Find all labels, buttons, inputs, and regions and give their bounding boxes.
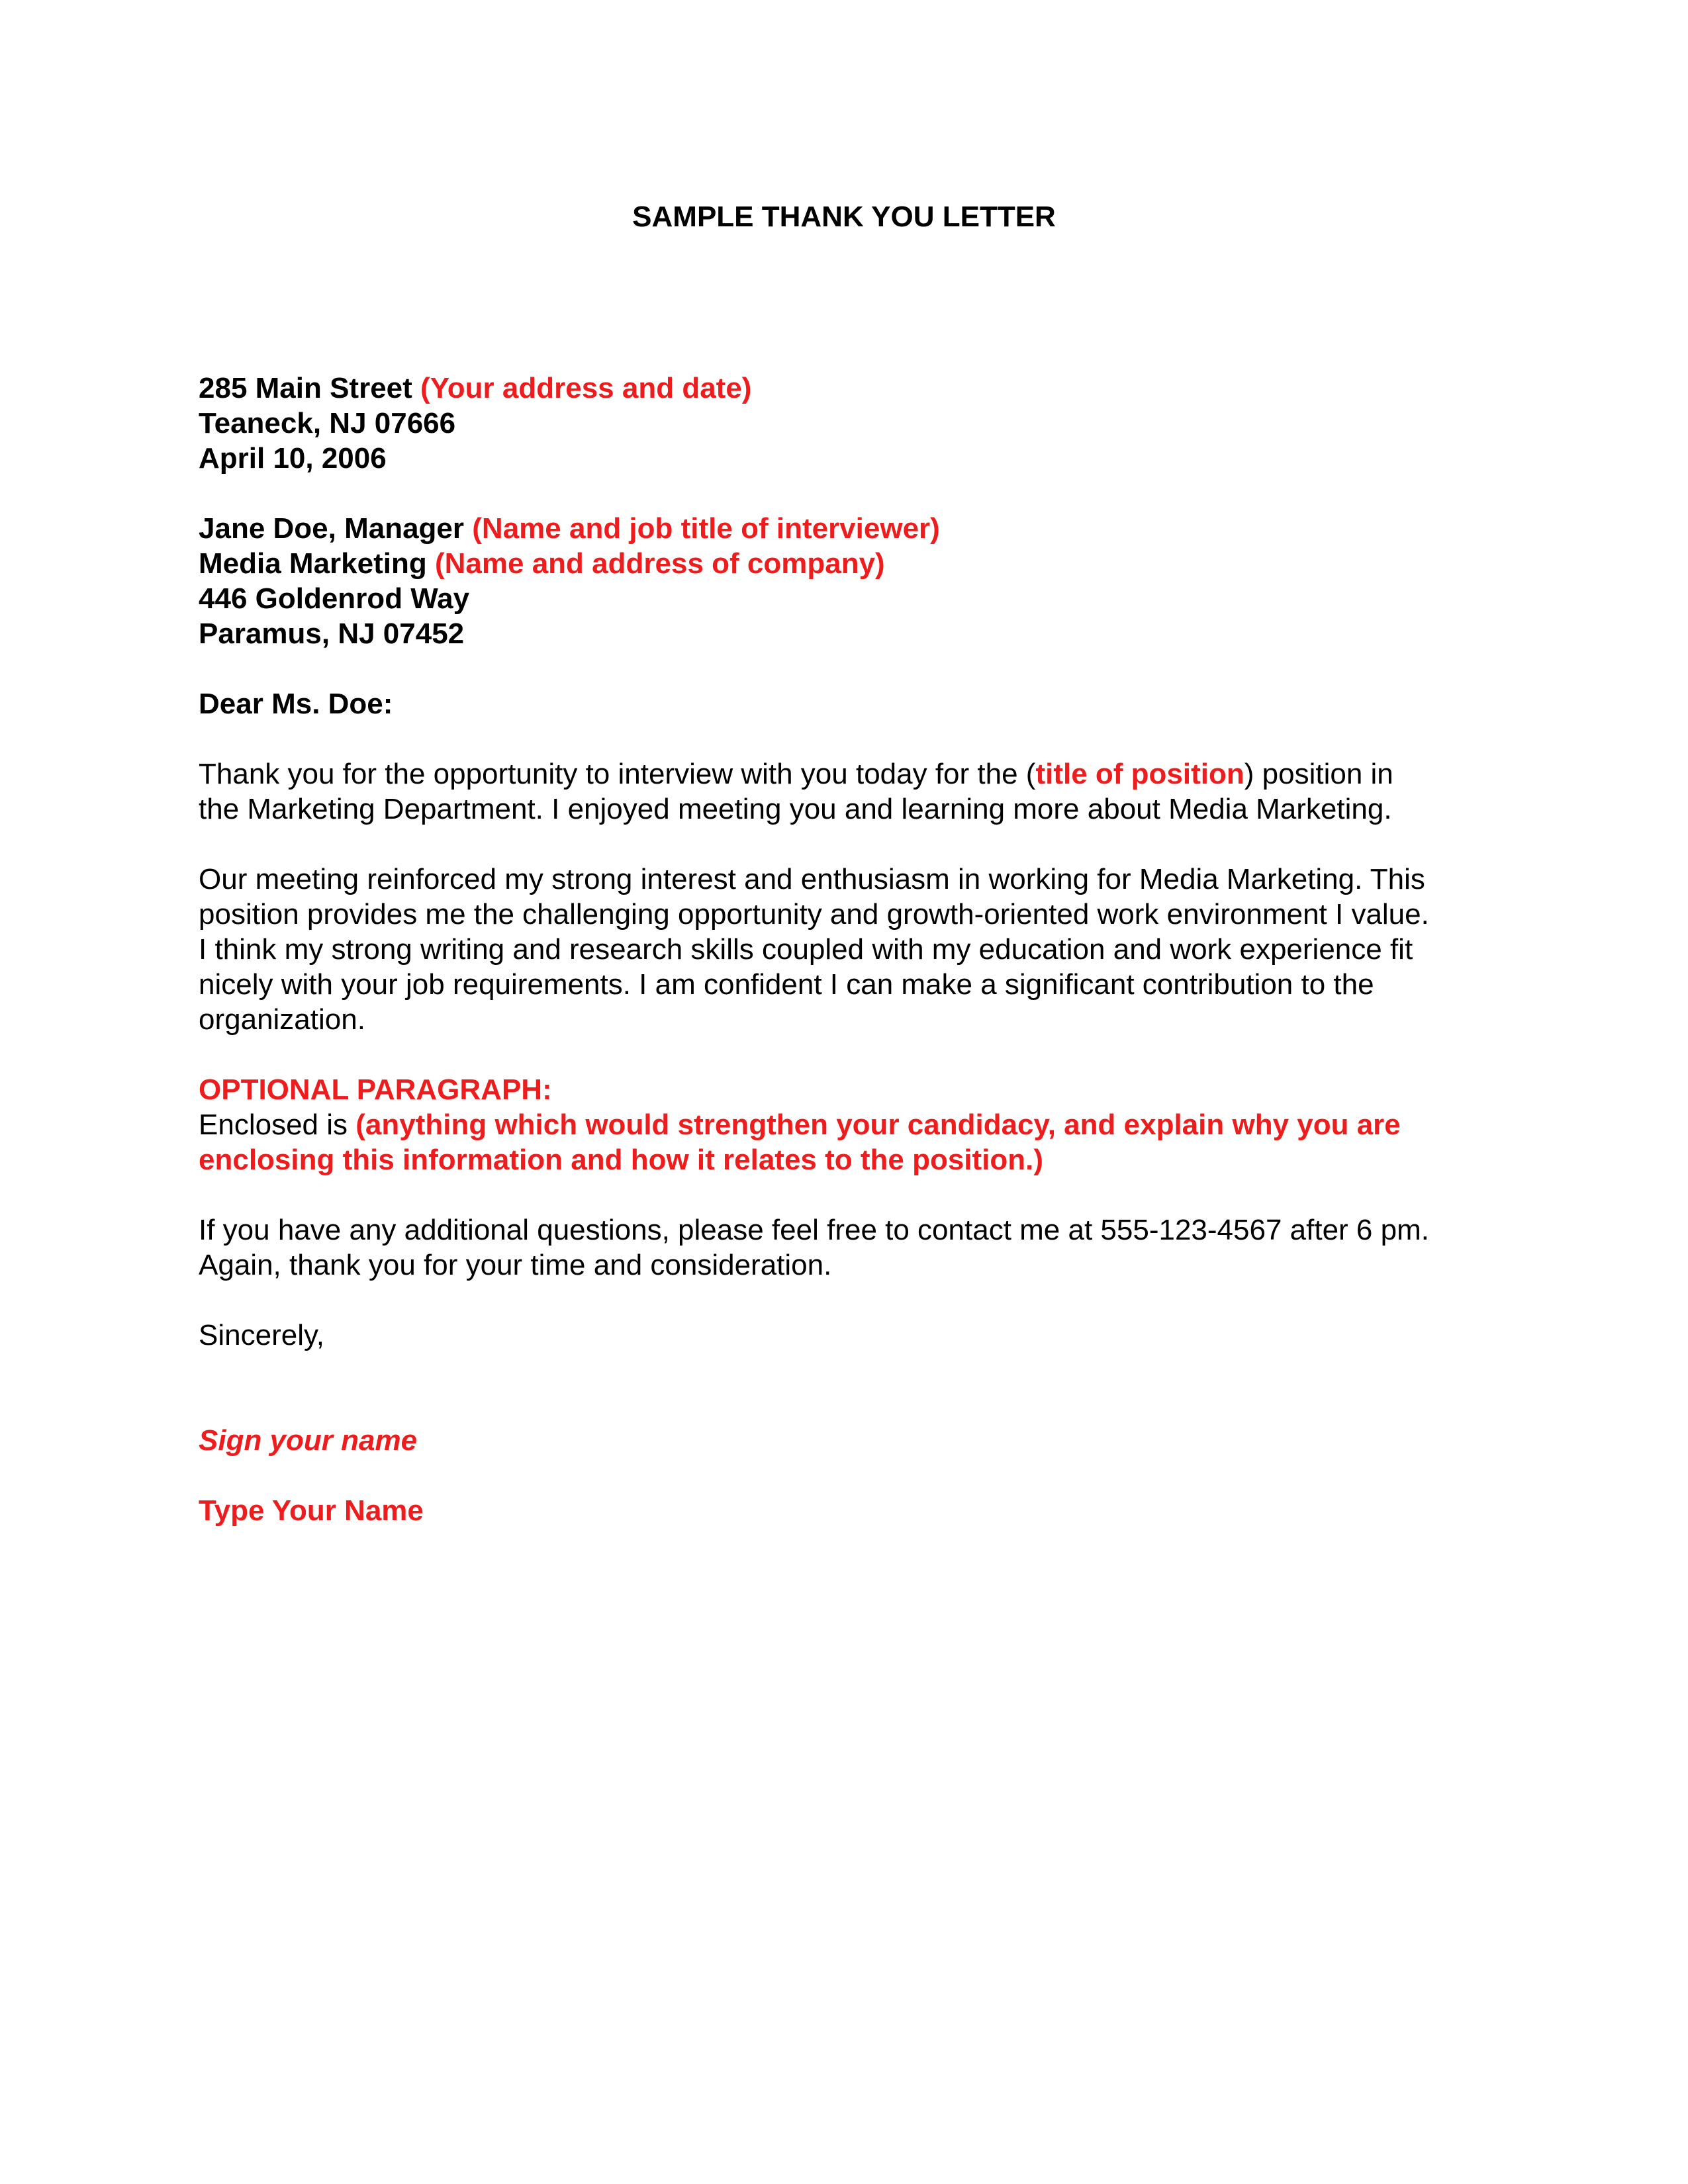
letter-date: April 10, 2006 [199, 442, 387, 475]
sender-address-note: (Your address and date) [420, 372, 752, 404]
recipient-company-line: Media Marketing (Name and address of com… [199, 546, 1509, 581]
paragraph-thanks-line-1: Thank you for the opportunity to intervi… [199, 756, 1509, 792]
sender-address: 285 Main Street (Your address and date) … [199, 371, 1509, 476]
paragraph-interest: Our meeting reinforced my strong interes… [199, 862, 1509, 1037]
document-title: SAMPLE THANK YOU LETTER [632, 201, 1056, 233]
paragraph-interest-line-3: I think my strong writing and research s… [199, 933, 1413, 966]
spacer [199, 476, 1509, 511]
paragraph-interest-line-4: nicely with your job requirements. I am … [199, 968, 1374, 1001]
paragraph-interest-line-2: position provides me the challenging opp… [199, 898, 1429, 931]
recipient-name-line: Jane Doe, Manager (Name and job title of… [199, 511, 1509, 546]
recipient-company-note: (Name and address of company) [434, 547, 885, 580]
spacer [199, 1037, 1509, 1072]
position-title-note: title of position [1035, 758, 1244, 790]
text-run: Thank you for the opportunity to intervi… [199, 758, 1036, 790]
optional-paragraph: OPTIONAL PARAGRAPH: Enclosed is (anythin… [199, 1072, 1509, 1177]
spacer [199, 1388, 1509, 1423]
paragraph-interest-line-5: organization. [199, 1003, 365, 1036]
sender-city: Teaneck, NJ 07666 [199, 407, 456, 439]
recipient-address: Jane Doe, Manager (Name and job title of… [199, 511, 1509, 651]
recipient-name: Jane Doe, Manager [199, 512, 465, 545]
spacer [199, 651, 1509, 686]
spacer [199, 1283, 1509, 1318]
spacer [199, 1177, 1509, 1212]
optional-lead: Enclosed is [199, 1109, 356, 1141]
paragraph-contact-line-2: Again, thank you for your time and consi… [199, 1249, 832, 1281]
paragraph-thanks: Thank you for the opportunity to intervi… [199, 756, 1509, 827]
spacer [199, 1458, 1509, 1493]
paragraph-thanks-line-2: the Marketing Department. I enjoyed meet… [199, 793, 1392, 825]
paragraph-contact: If you have any additional questions, pl… [199, 1212, 1509, 1283]
letter-body: 285 Main Street (Your address and date) … [199, 371, 1509, 1528]
sender-street-line: 285 Main Street (Your address and date) [199, 371, 1509, 406]
paragraph-interest-line-1: Our meeting reinforced my strong interes… [199, 863, 1425, 895]
closing: Sincerely, [199, 1319, 324, 1351]
optional-heading: OPTIONAL PARAGRAPH: [199, 1073, 552, 1106]
optional-line-1: Enclosed is (anything which would streng… [199, 1107, 1509, 1142]
sender-street: 285 Main Street [199, 372, 412, 404]
spacer [199, 827, 1509, 862]
text-run: ) position in [1244, 758, 1393, 790]
recipient-name-note: (Name and job title of interviewer) [472, 512, 940, 545]
recipient-city: Paramus, NJ 07452 [199, 617, 465, 650]
recipient-street: 446 Goldenrod Way [199, 582, 470, 615]
spacer [199, 721, 1509, 756]
optional-note-2: enclosing this information and how it re… [199, 1144, 1044, 1176]
signature-note: Sign your name [199, 1424, 418, 1457]
recipient-company: Media Marketing [199, 547, 427, 580]
typed-name-note: Type Your Name [199, 1494, 424, 1527]
spacer [199, 1353, 1509, 1388]
paragraph-contact-line-1: If you have any additional questions, pl… [199, 1214, 1429, 1246]
salutation: Dear Ms. Doe: [199, 688, 393, 720]
optional-note-1: (anything which would strengthen your ca… [355, 1109, 1401, 1141]
